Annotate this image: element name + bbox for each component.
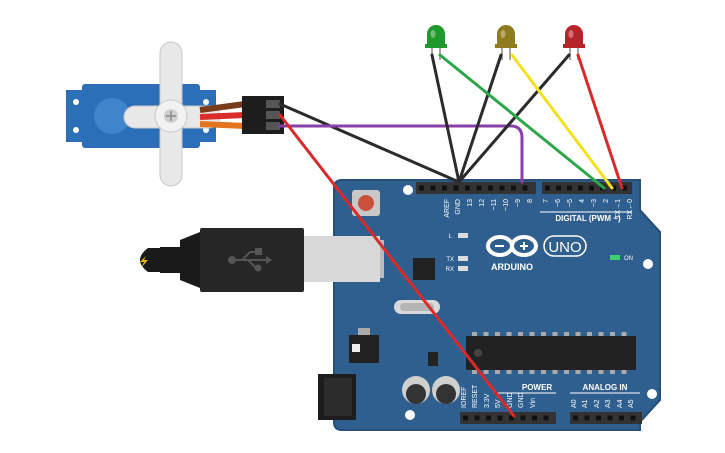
- voltage-regulator: [349, 328, 379, 363]
- pin-label: A4: [617, 399, 624, 408]
- power-header: [460, 412, 556, 424]
- crystal: [394, 300, 440, 314]
- pin-label: ~6: [555, 199, 562, 207]
- analog-pin-labels: A0 A1 A2 A3 A4 A5: [571, 399, 635, 408]
- pin-label: ~11: [491, 199, 498, 210]
- pin-label: 2: [603, 199, 610, 203]
- wire-servo-power[interactable]: [278, 113, 516, 418]
- svg-text:ON: ON: [624, 256, 633, 262]
- svg-text:L: L: [449, 234, 453, 240]
- pin-label: 3.3V: [484, 393, 491, 408]
- analog-header: [570, 412, 642, 424]
- usb-chip: [413, 258, 435, 280]
- pin-label: A3: [605, 399, 612, 408]
- pin-label: GND: [455, 199, 462, 215]
- wires: [278, 53, 624, 418]
- lightning-icon: [140, 256, 148, 268]
- arduino-board[interactable]: AREF GND 13 12 ~11 ~10 ~9 8 7 ~6 ~5 4 ~3 2 TX→1 RX←0 DI…: [318, 179, 661, 431]
- power-header-label: POWER: [522, 383, 552, 392]
- pin-label: 5V: [495, 399, 502, 408]
- digital-pin-labels: AREF GND 13 12 ~11 ~10 ~9 8 7 ~6 ~5 4 ~3 2 TX→1 RX←0: [444, 199, 634, 220]
- usb-plug-metal: [304, 236, 380, 282]
- mounting-hole: [643, 259, 653, 269]
- digital-header-label: DIGITAL (PWM ~): [555, 214, 621, 223]
- wire-led-red-gnd[interactable]: [457, 53, 571, 184]
- arduino-logo: ARDUINO: [486, 235, 538, 272]
- servo-horn: [123, 41, 221, 187]
- pin-label: RESET: [472, 384, 479, 408]
- pin-label: GND: [518, 392, 525, 408]
- reset-button[interactable]: [352, 190, 380, 216]
- pin-label: ~10: [503, 199, 510, 211]
- onboard-led-rx: RX: [446, 266, 468, 273]
- uno-badge: UNO: [543, 235, 587, 257]
- capacitor-2: [432, 376, 460, 404]
- wire-servo-gnd[interactable]: [278, 102, 461, 184]
- onboard-led-l: L: [449, 233, 468, 240]
- capacitor-1: [402, 376, 430, 404]
- pin-label: ~9: [515, 199, 522, 207]
- pin-label: IOREF: [461, 387, 468, 408]
- mounting-hole: [403, 185, 413, 195]
- brand-label: ARDUINO: [491, 262, 533, 272]
- led-red[interactable]: [563, 25, 585, 60]
- pin-label: ~5: [567, 199, 574, 207]
- pin-label: 12: [479, 199, 486, 207]
- usb-cable[interactable]: [140, 228, 384, 292]
- power-jack[interactable]: [318, 374, 356, 420]
- svg-text:TX: TX: [446, 257, 454, 263]
- pin-label: 7: [543, 199, 550, 203]
- mounting-hole: [405, 410, 415, 420]
- pin-label: A5: [628, 399, 635, 408]
- pin-label: 4: [579, 199, 586, 203]
- pin-label: A1: [582, 399, 589, 408]
- power-pin-labels: IOREF RESET 3.3V 5V GND GND Vin: [461, 384, 537, 408]
- pin-label: 8: [527, 199, 534, 203]
- mounting-hole: [647, 389, 657, 399]
- svg-text:UNO: UNO: [548, 239, 581, 256]
- transistor: [428, 352, 438, 366]
- analog-header-label: ANALOG IN: [583, 383, 628, 392]
- wire-led-yellow-gnd[interactable]: [457, 53, 503, 184]
- pin-label: ~3: [591, 199, 598, 207]
- pin-label: 13: [467, 199, 474, 207]
- wire-servo-signal[interactable]: [278, 124, 524, 184]
- pin-label: TX→1: [615, 199, 622, 219]
- wire-led-red-signal[interactable]: [576, 53, 624, 190]
- pin-label: A2: [594, 399, 601, 408]
- pin-label: GND: [507, 392, 514, 408]
- svg-text:RX: RX: [446, 267, 454, 273]
- onboard-led-tx: TX: [446, 256, 468, 263]
- usb-symbol-icon: [228, 248, 272, 272]
- led-yellow[interactable]: [495, 25, 517, 60]
- wire-led-yellow-signal[interactable]: [510, 53, 614, 190]
- servo-mount-tab: [66, 90, 86, 142]
- power-led: ON: [610, 255, 633, 262]
- wire-led-green-gnd[interactable]: [430, 53, 461, 184]
- led-green[interactable]: [425, 25, 447, 60]
- pin-label: RX←0: [627, 199, 634, 220]
- pin-label: AREF: [444, 199, 451, 218]
- wire-led-green-signal[interactable]: [438, 53, 606, 190]
- pin-label: A0: [571, 399, 578, 408]
- servo-motor[interactable]: [66, 41, 284, 187]
- pin-label: Vin: [530, 398, 537, 408]
- atmega-chip: [466, 332, 636, 374]
